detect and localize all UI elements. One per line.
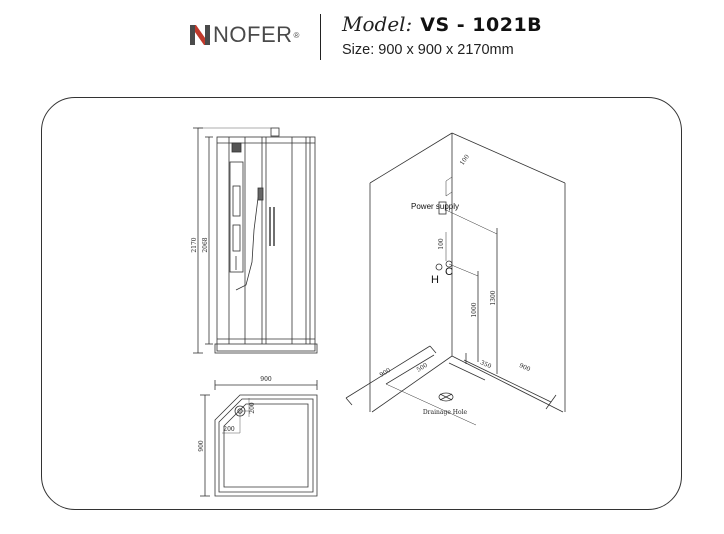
dim-1300: 1300	[490, 290, 497, 305]
header: NOFER® Model: VS - 1021B Size: 900 x 900…	[0, 0, 724, 80]
plan-drain-y: 200	[249, 402, 256, 414]
dim-1000: 1000	[471, 302, 478, 317]
dim-100-top: 100	[459, 153, 471, 167]
power-supply-label: Power supply	[411, 202, 459, 211]
dim-900-left: 900	[378, 367, 392, 379]
registered-mark: ®	[293, 30, 300, 40]
dim-100-valve: 100	[438, 238, 445, 250]
dim-350: 350	[479, 359, 493, 370]
header-divider	[320, 14, 321, 60]
model-line: Model: VS - 1021B	[342, 12, 542, 36]
dim-height-inner: 2068	[202, 237, 209, 252]
front-elevation	[193, 127, 318, 354]
drainage-hole-label: Drainage Hole	[423, 409, 468, 416]
brand-logo: NOFER®	[190, 22, 299, 48]
cold-label: C	[445, 266, 453, 278]
plan-view	[200, 380, 318, 497]
drawing-frame	[41, 97, 682, 510]
logo-mark-icon	[190, 25, 210, 45]
power-supply-line: Power supply	[411, 202, 459, 211]
plan-width: 900	[260, 376, 272, 383]
plan-drain-x: 200	[223, 426, 235, 433]
size-text: Size: 900 x 900 x 2170mm	[342, 42, 514, 58]
model-label: Model:	[342, 12, 413, 36]
model-value: VS - 1021B	[420, 14, 543, 36]
brand-name: NOFER	[213, 22, 293, 47]
isometric-view	[345, 132, 566, 426]
dim-500: 500	[415, 362, 429, 374]
hot-label: H	[431, 274, 439, 286]
dim-height-total: 2170	[191, 237, 198, 252]
plan-depth: 900	[198, 440, 205, 452]
dim-900-right: 900	[518, 362, 532, 373]
